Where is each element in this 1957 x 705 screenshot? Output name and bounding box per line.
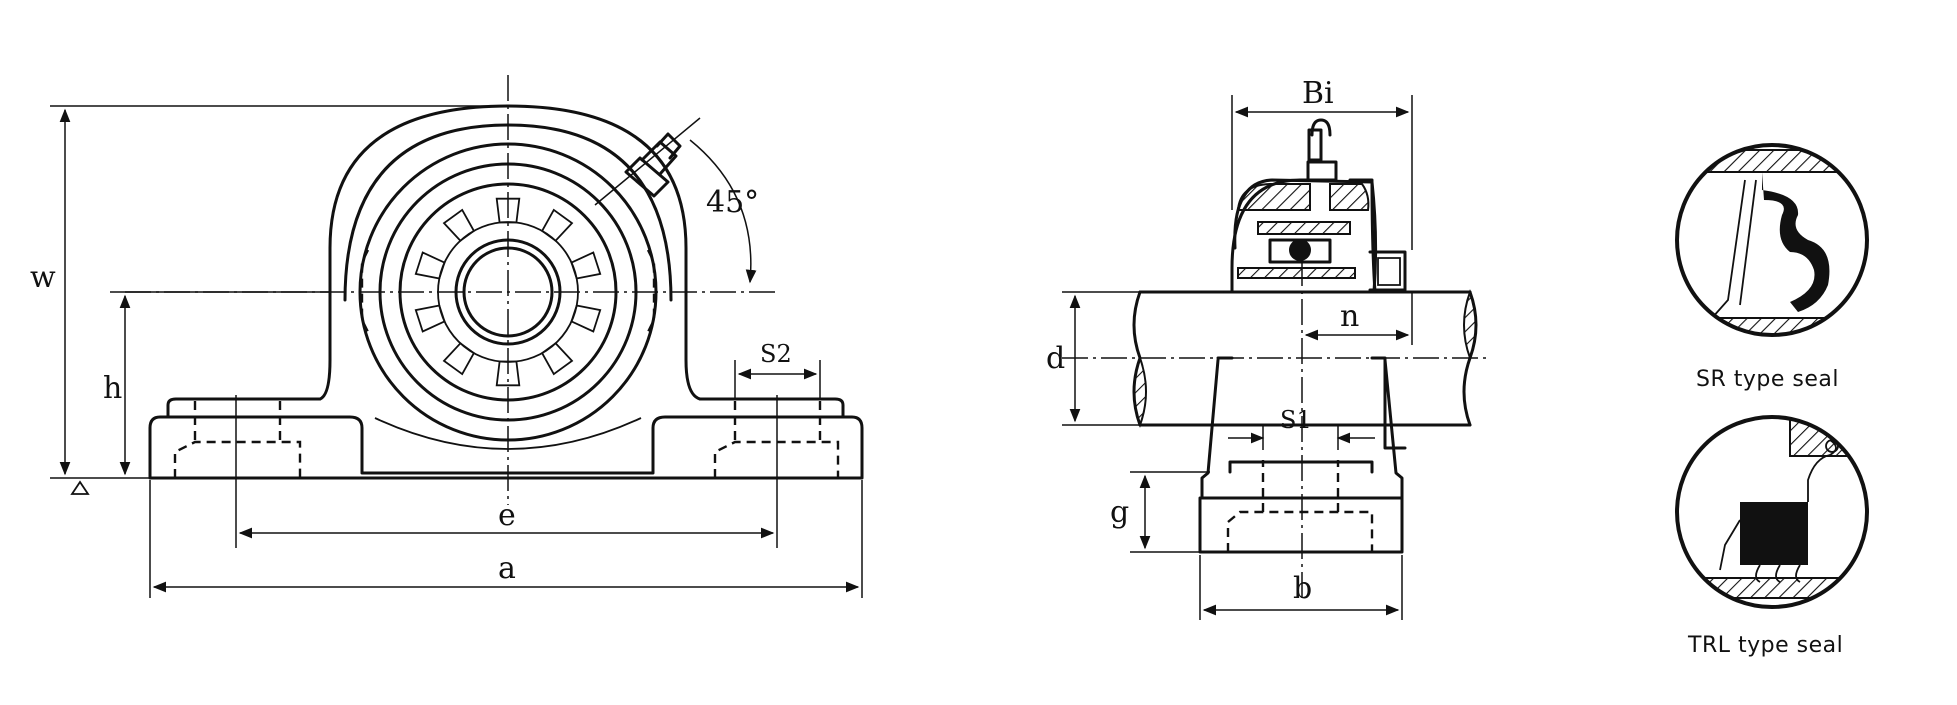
sr-top-hatch xyxy=(1699,149,1867,173)
side-housing-hatch-left xyxy=(1236,183,1311,211)
left-side-detail xyxy=(360,249,370,333)
retainer-tooth xyxy=(442,342,476,376)
b-label: b xyxy=(1293,571,1312,606)
right-ledge xyxy=(698,397,845,419)
locking-collar xyxy=(1368,250,1407,292)
right-bolt-slot xyxy=(713,440,840,478)
ball xyxy=(1289,239,1311,261)
pedestal-inner xyxy=(1228,460,1374,474)
angle-ray xyxy=(594,117,701,206)
side-housing-hatch-right xyxy=(1329,183,1370,211)
set-screw xyxy=(1377,257,1401,286)
angle-arc xyxy=(689,139,757,284)
sr-shield xyxy=(1711,179,1746,319)
trl-lip-fingers xyxy=(1755,564,1801,583)
sr-detail-circle xyxy=(1675,143,1869,337)
trl-seal-body xyxy=(1740,502,1808,565)
s2-label: S2 xyxy=(760,340,792,368)
grease-nipple xyxy=(624,132,682,198)
base-slot xyxy=(1226,510,1374,552)
side-grease-nipple xyxy=(1306,118,1338,182)
right-bolt-hole xyxy=(733,395,822,440)
trl-caption: TRL type seal xyxy=(1687,633,1843,658)
right-side-detail xyxy=(646,249,656,333)
n-label: n xyxy=(1340,299,1359,334)
trl-detail-circle xyxy=(1675,415,1869,609)
retainer-tooth xyxy=(540,208,574,242)
base-block xyxy=(1198,496,1404,554)
ball-cage xyxy=(1268,238,1332,264)
bi-label: Bi xyxy=(1302,76,1334,111)
datum-marker xyxy=(70,480,90,495)
trl-top-hatch xyxy=(1789,419,1867,457)
left-bolt-slot xyxy=(173,440,302,478)
shaft xyxy=(1138,290,1472,427)
front-view: 45° w h e a S2 xyxy=(30,75,864,598)
a-label: a xyxy=(498,551,516,586)
sr-seal-detail: SR type seal xyxy=(1675,143,1869,392)
g-label: g xyxy=(1110,495,1129,530)
slot-lines xyxy=(1261,460,1340,512)
sr-caption: SR type seal xyxy=(1696,367,1839,392)
left-bolt-hole xyxy=(193,395,282,440)
h-label: h xyxy=(103,371,122,406)
w-label: w xyxy=(30,260,56,295)
inner-race-hatch xyxy=(1237,267,1356,279)
angle-label: 45° xyxy=(706,185,759,220)
retainer-tooth xyxy=(540,342,574,376)
base-foot xyxy=(148,415,864,480)
side-view: Bi n d S1 g b xyxy=(1046,76,1488,620)
e-label: e xyxy=(498,498,516,533)
d-label: d xyxy=(1046,341,1065,376)
sr-seal-lip xyxy=(1762,172,1830,312)
s1-label: S1 xyxy=(1280,406,1312,434)
sr-shield-inner xyxy=(1739,179,1757,306)
left-ledge xyxy=(166,397,322,419)
trl-seal-detail: TRL type seal xyxy=(1675,415,1869,658)
retainer-tooth xyxy=(442,208,476,242)
side-housing-top xyxy=(1233,178,1378,294)
outer-race-hatch xyxy=(1257,221,1351,235)
pedestal-body xyxy=(1216,356,1407,450)
trl-lip-left xyxy=(1719,519,1741,571)
trl-spring-arm xyxy=(1807,439,1837,502)
trl-bottom-hatch xyxy=(1677,577,1867,599)
